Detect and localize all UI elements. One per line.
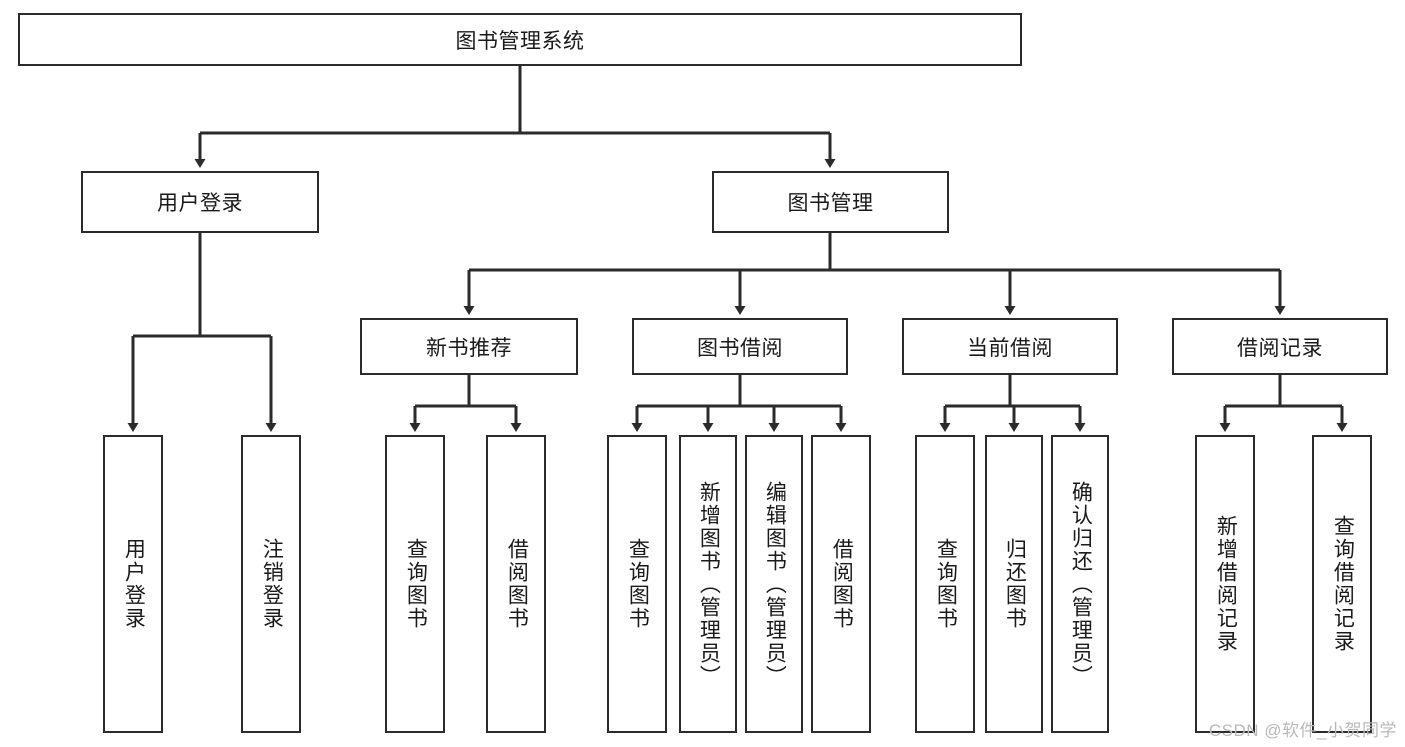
node-user-login-label: 用户登录 xyxy=(157,192,243,215)
node-leaf-borrow-book-1-label: 借阅图书 xyxy=(505,538,529,630)
node-leaf-query-book-2-label: 查询图书 xyxy=(626,538,650,630)
node-book-borrow[interactable]: 图书借阅 xyxy=(632,318,848,375)
node-leaf-confirm-return-label: 确认归还（管理员） xyxy=(1069,480,1093,688)
node-leaf-return-book[interactable]: 归还图书 xyxy=(985,435,1043,733)
node-leaf-add-borrow-record[interactable]: 新增借阅记录 xyxy=(1195,435,1255,733)
node-leaf-borrow-book-2[interactable]: 借阅图书 xyxy=(811,435,871,733)
node-leaf-query-book-2[interactable]: 查询图书 xyxy=(607,435,667,733)
node-leaf-borrow-book-1[interactable]: 借阅图书 xyxy=(486,435,546,733)
node-borrow-record[interactable]: 借阅记录 xyxy=(1172,318,1388,375)
node-root[interactable]: 图书管理系统 xyxy=(18,13,1022,66)
node-book-borrow-label: 图书借阅 xyxy=(697,336,783,360)
node-user-login[interactable]: 用户登录 xyxy=(81,171,319,233)
node-leaf-add-book-label: 新增图书（管理员） xyxy=(697,480,721,688)
watermark: CSDN @软件_小贺同学 xyxy=(1208,721,1397,740)
node-root-label: 图书管理系统 xyxy=(455,29,585,53)
node-leaf-query-book-3[interactable]: 查询图书 xyxy=(915,435,975,733)
node-leaf-user-login-label: 用户登录 xyxy=(122,538,146,630)
node-leaf-edit-book-label: 编辑图书（管理员） xyxy=(763,480,787,688)
node-current-borrow-label: 当前借阅 xyxy=(967,336,1053,360)
node-leaf-user-logout-label: 注销登录 xyxy=(260,538,284,630)
node-leaf-add-borrow-record-label: 新增借阅记录 xyxy=(1214,515,1238,653)
node-borrow-record-label: 借阅记录 xyxy=(1237,336,1323,360)
node-new-book-recommend-label: 新书推荐 xyxy=(426,336,512,360)
node-leaf-edit-book[interactable]: 编辑图书（管理员） xyxy=(745,435,803,733)
node-leaf-query-borrow-record-label: 查询借阅记录 xyxy=(1331,515,1355,653)
node-leaf-add-book[interactable]: 新增图书（管理员） xyxy=(679,435,737,733)
node-leaf-borrow-book-2-label: 借阅图书 xyxy=(830,538,854,630)
node-leaf-return-book-label: 归还图书 xyxy=(1003,538,1027,630)
node-book-management[interactable]: 图书管理 xyxy=(712,171,949,233)
node-leaf-query-book-1-label: 查询图书 xyxy=(404,538,428,630)
node-leaf-query-borrow-record[interactable]: 查询借阅记录 xyxy=(1312,435,1372,733)
node-leaf-query-book-1[interactable]: 查询图书 xyxy=(385,435,445,733)
node-book-management-label: 图书管理 xyxy=(787,192,874,215)
node-leaf-confirm-return[interactable]: 确认归还（管理员） xyxy=(1051,435,1109,733)
node-leaf-user-logout[interactable]: 注销登录 xyxy=(241,435,301,733)
node-current-borrow[interactable]: 当前借阅 xyxy=(902,318,1118,375)
node-new-book-recommend[interactable]: 新书推荐 xyxy=(360,318,578,375)
node-leaf-query-book-3-label: 查询图书 xyxy=(934,538,958,630)
node-leaf-user-login[interactable]: 用户登录 xyxy=(103,435,163,733)
